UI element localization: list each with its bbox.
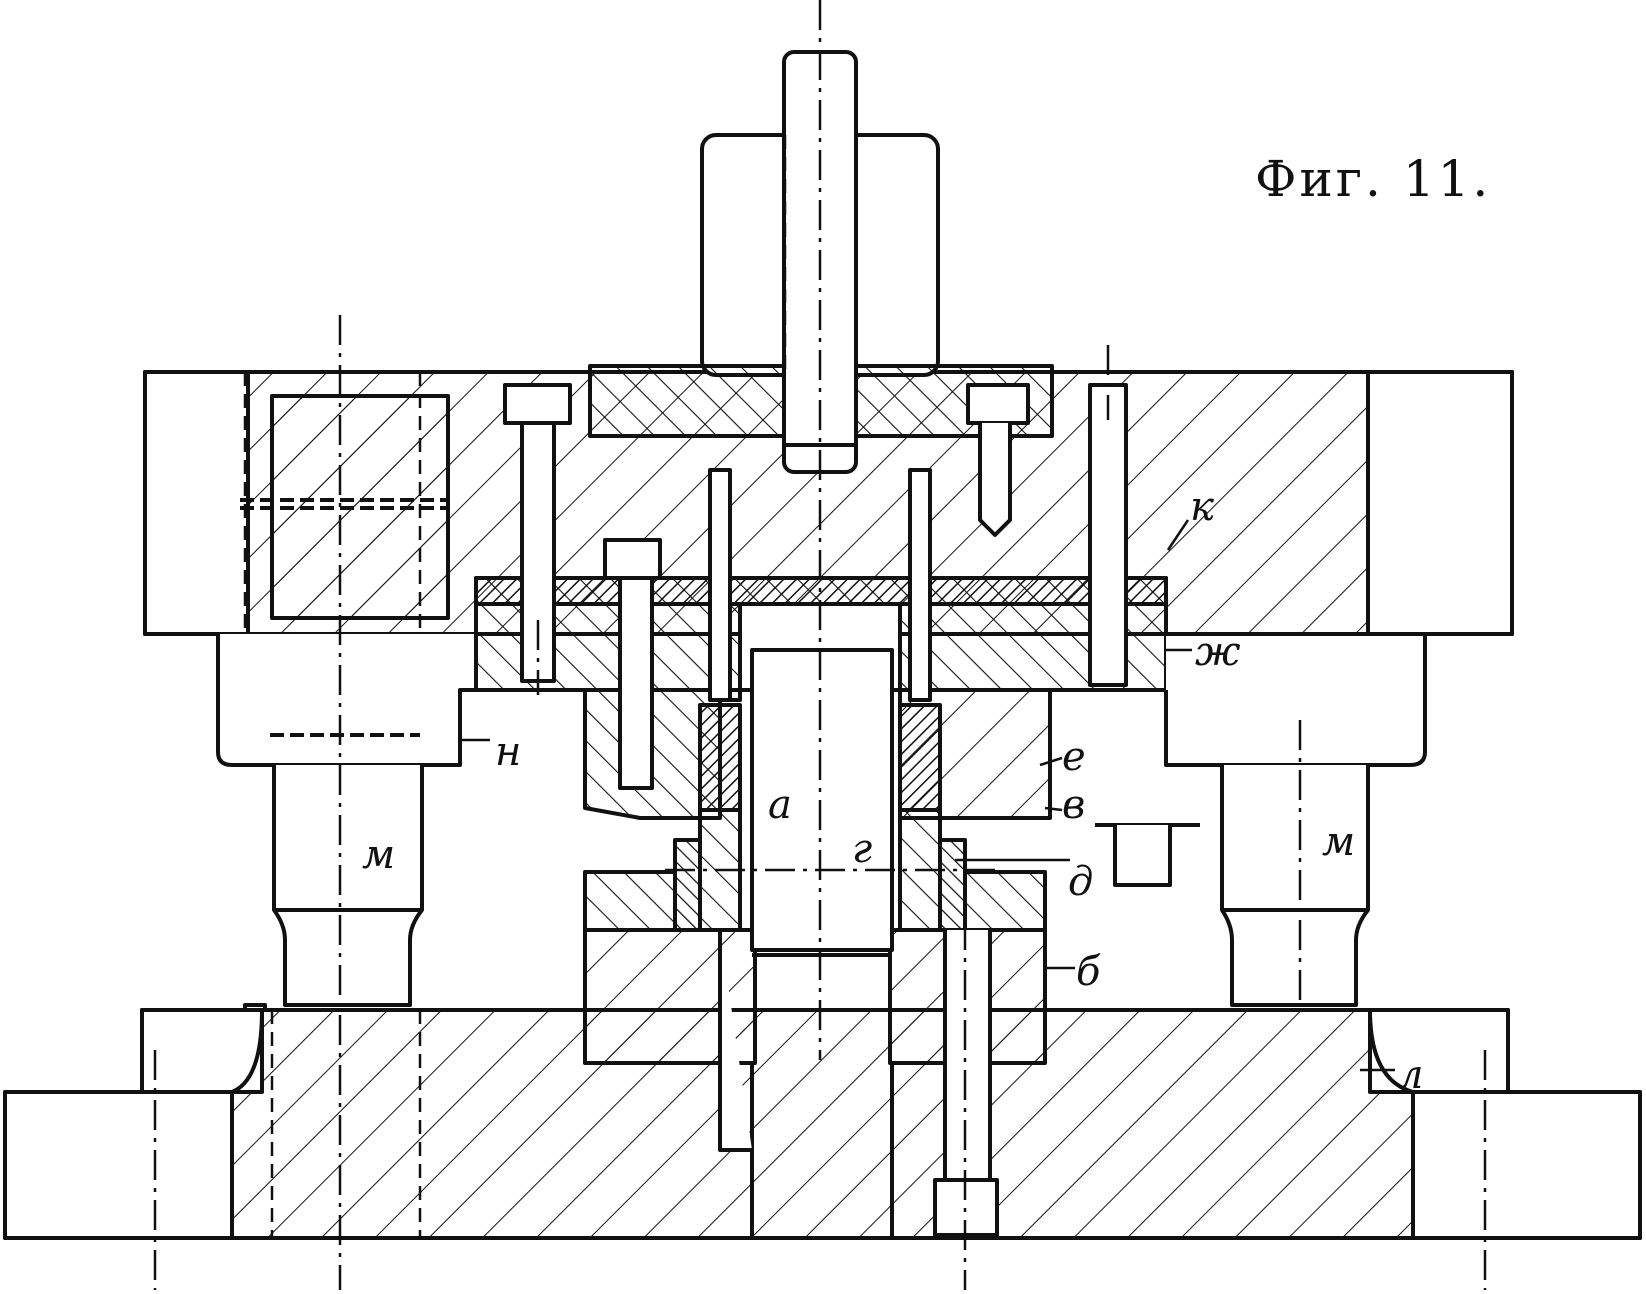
guide-pillars (272, 765, 1370, 1007)
figure-title: Фиг. 11. (1255, 150, 1492, 208)
label-b: б (1076, 949, 1101, 995)
guide-bushings (216, 632, 1427, 767)
bolts (503, 383, 1128, 790)
label-m-right: м (1322, 819, 1355, 865)
label-m-left: м (362, 832, 395, 878)
part-labels: а б в г д е ж к л м м н (362, 484, 1423, 1098)
base-plate (3, 1003, 1642, 1240)
lower-holes (718, 930, 999, 1237)
hidden-lines (243, 135, 858, 1238)
label-n: н (495, 729, 521, 775)
label-e: е (1062, 734, 1086, 780)
label-l: л (1398, 1052, 1423, 1098)
label-g: г (852, 826, 872, 872)
leader-lines (460, 519, 1395, 1072)
center-lines (153, 0, 1487, 1290)
label-zh: ж (1195, 629, 1241, 675)
label-a: а (768, 782, 792, 828)
label-d: д (1068, 859, 1093, 905)
label-v: в (1062, 782, 1085, 828)
stop-pin (1095, 823, 1200, 887)
central-punch (750, 648, 894, 1238)
label-k: к (1190, 484, 1214, 530)
